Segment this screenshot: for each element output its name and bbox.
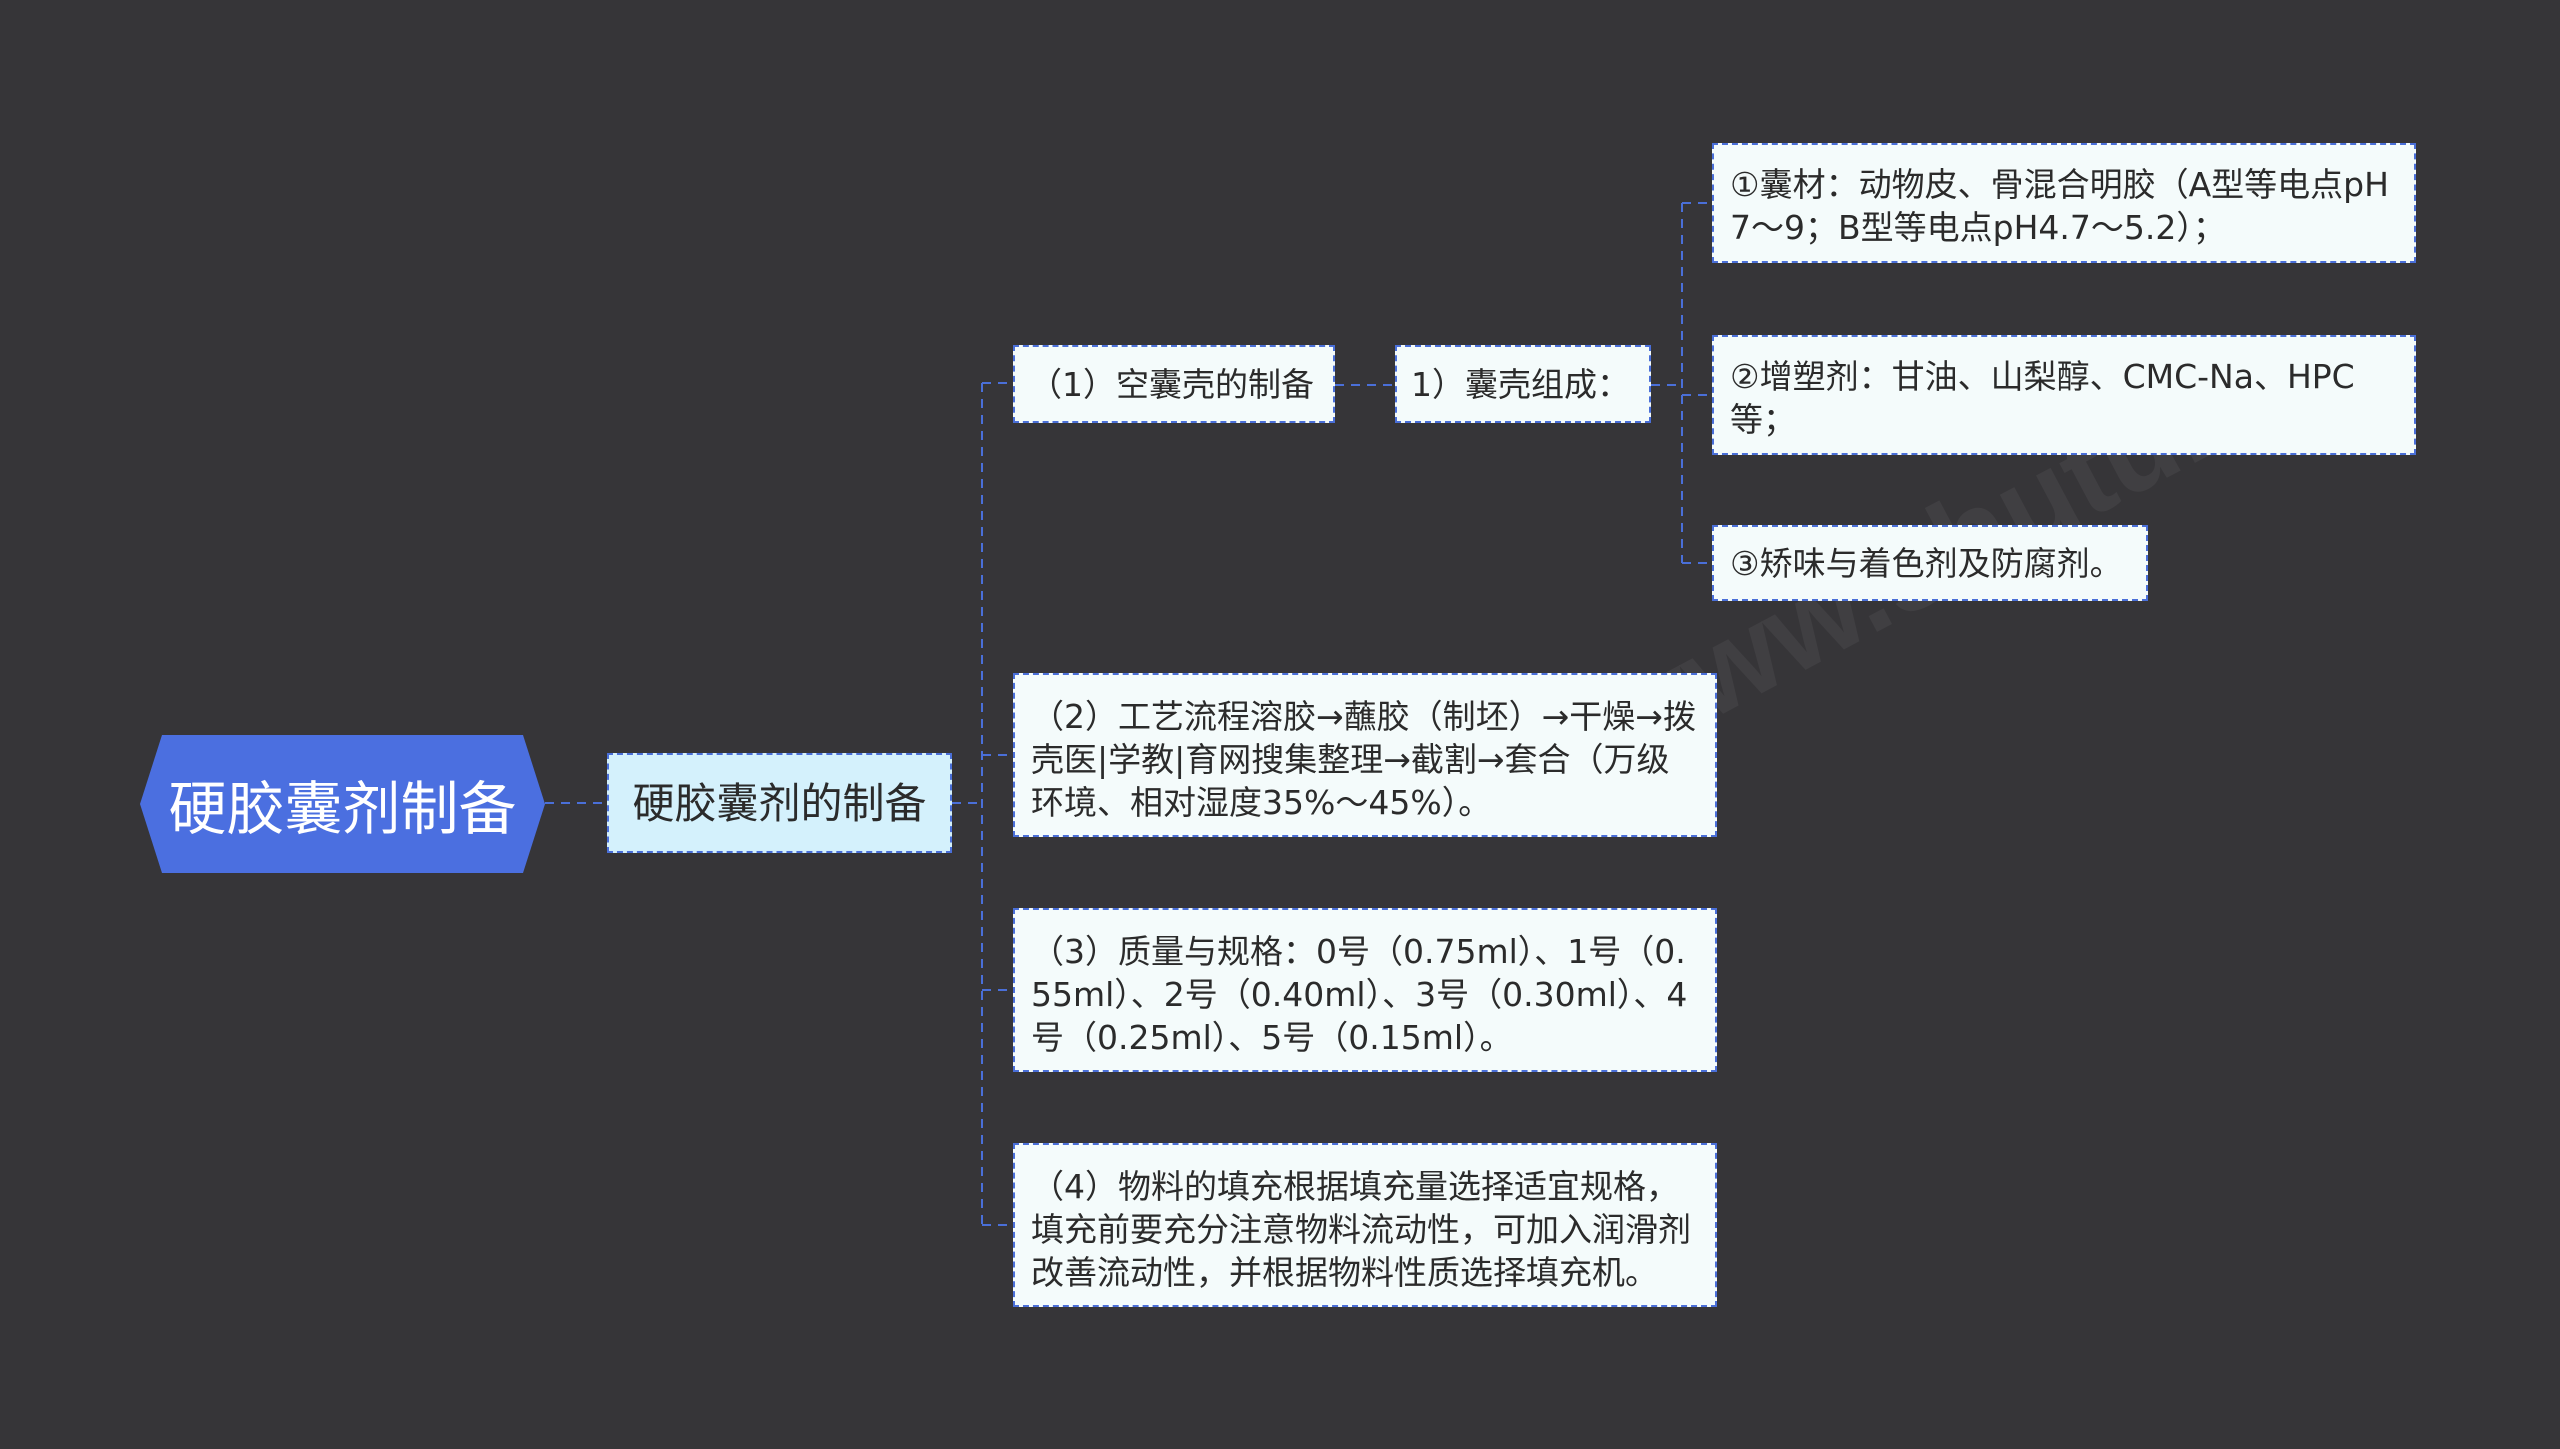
branch-material-filling[interactable]: （4）物料的填充根据填充量选择适宜规格，填充前要充分注意物料流动性，可加入润滑剂… [1013, 1143, 1717, 1307]
root-node[interactable]: 硬胶囊剂制备 [168, 775, 517, 843]
root-node-shape [140, 735, 545, 873]
branch-process-flow[interactable]: （2）工艺流程溶胶→蘸胶（制坯）→干燥→拨壳医|学教|育网搜集整理→截割→套合（… [1013, 673, 1717, 837]
leaf-plasticizer[interactable]: ②增塑剂：甘油、山梨醇、CMC-Na、HPC等； [1712, 335, 2416, 455]
level1-node[interactable]: 硬胶囊剂的制备 [607, 753, 952, 853]
leaf-flavoring-colorant-preservative[interactable]: ③矫味与着色剂及防腐剂。 [1712, 525, 2148, 601]
branch-quality-specification[interactable]: （3）质量与规格：0号（0.75ml）、1号（0.55ml）、2号（0.40ml… [1013, 908, 1717, 1072]
branch-empty-capsule-preparation[interactable]: （1）空囊壳的制备 [1013, 345, 1335, 423]
branch-capsule-composition[interactable]: 1）囊壳组成： [1395, 345, 1651, 423]
leaf-capsule-material[interactable]: ①囊材：动物皮、骨混合明胶（A型等电点pH7～9；B型等电点pH4.7～5.2）… [1712, 143, 2416, 263]
